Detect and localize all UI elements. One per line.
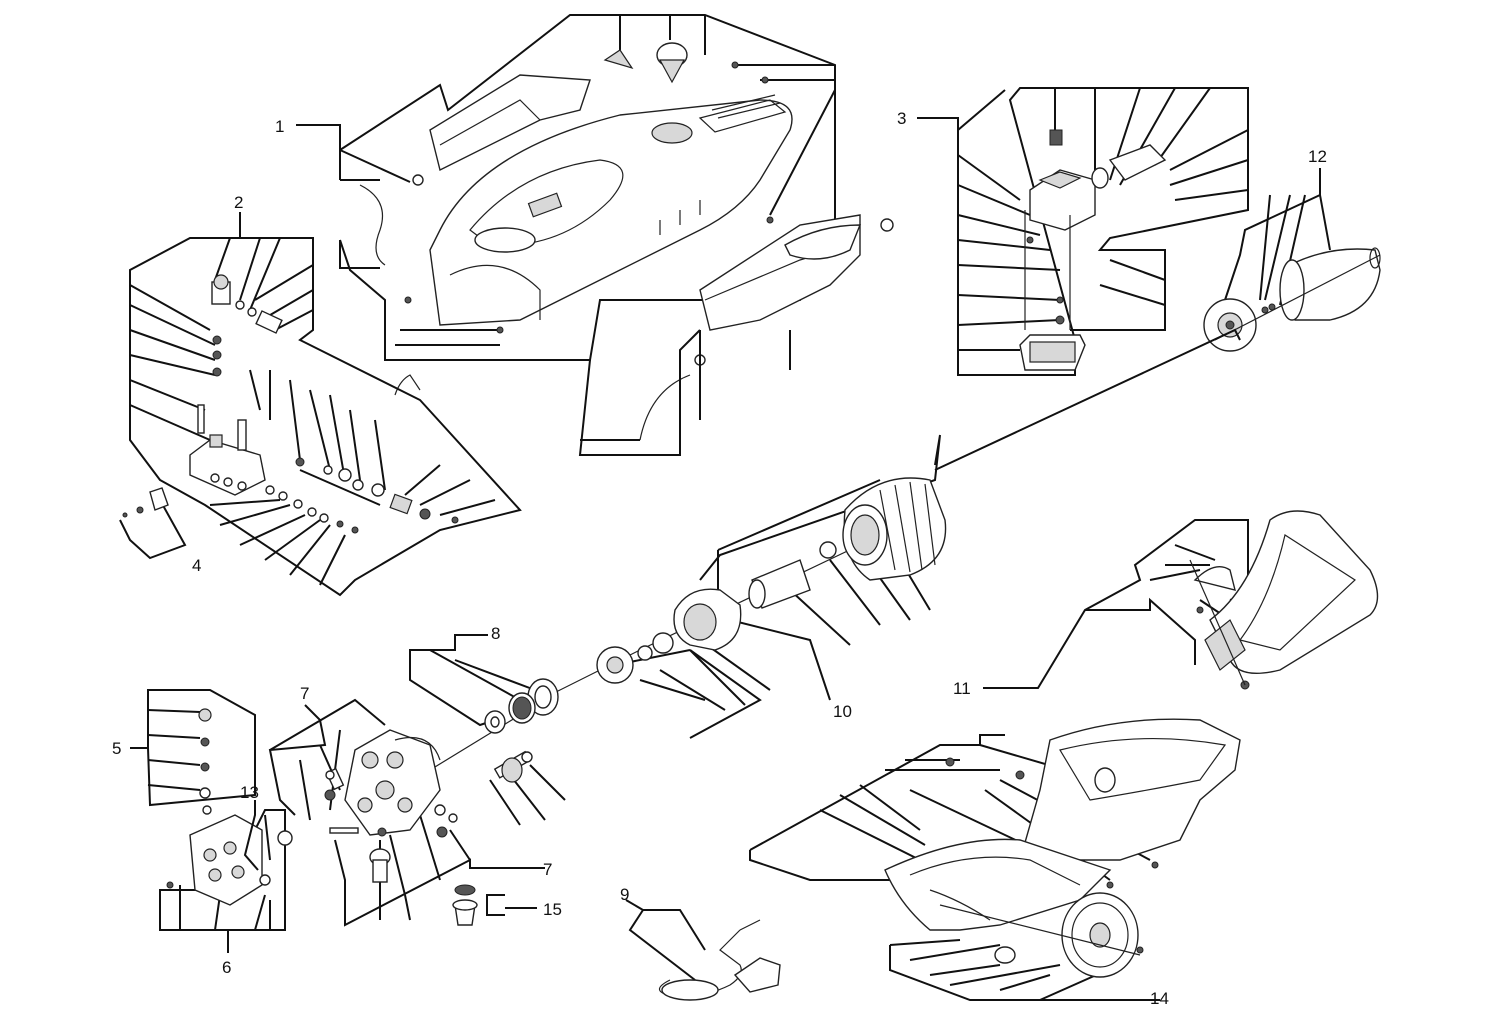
group-3-switch-assembly: 3 (897, 87, 1249, 376)
callout-5: 5 (112, 739, 121, 758)
callout-7a: 7 (300, 684, 309, 703)
callout-12: 12 (1308, 147, 1327, 166)
callout-4: 4 (192, 556, 201, 575)
callout-13: 13 (240, 783, 259, 802)
group-9-power-cord: 9 (620, 885, 781, 1001)
group-11-handle: 11 (953, 510, 1379, 698)
group-pump-assembly: 15 7 7 5 6 13 (112, 684, 566, 977)
group-1-housing-cover: 1 (275, 14, 894, 456)
callout-7b: 7 (543, 860, 552, 879)
group-10-motor: 10 (596, 477, 947, 739)
callout-3: 3 (897, 109, 906, 128)
group-2-4-unloader-valve: 2 4 (119, 193, 522, 597)
callout-9: 9 (620, 885, 629, 904)
callout-14: 14 (1150, 989, 1169, 1008)
callout-11: 11 (953, 679, 971, 698)
group-14-base-wheels: 14 (749, 718, 1241, 1008)
group-12-fan: 12 (1203, 147, 1381, 352)
callout-15: 15 (543, 900, 562, 919)
callout-1: 1 (275, 117, 284, 136)
group-8-seals: 8 (409, 624, 559, 734)
callout-8: 8 (491, 624, 500, 643)
callout-10: 10 (833, 702, 852, 721)
callout-2: 2 (234, 193, 243, 212)
callout-6: 6 (222, 958, 231, 977)
